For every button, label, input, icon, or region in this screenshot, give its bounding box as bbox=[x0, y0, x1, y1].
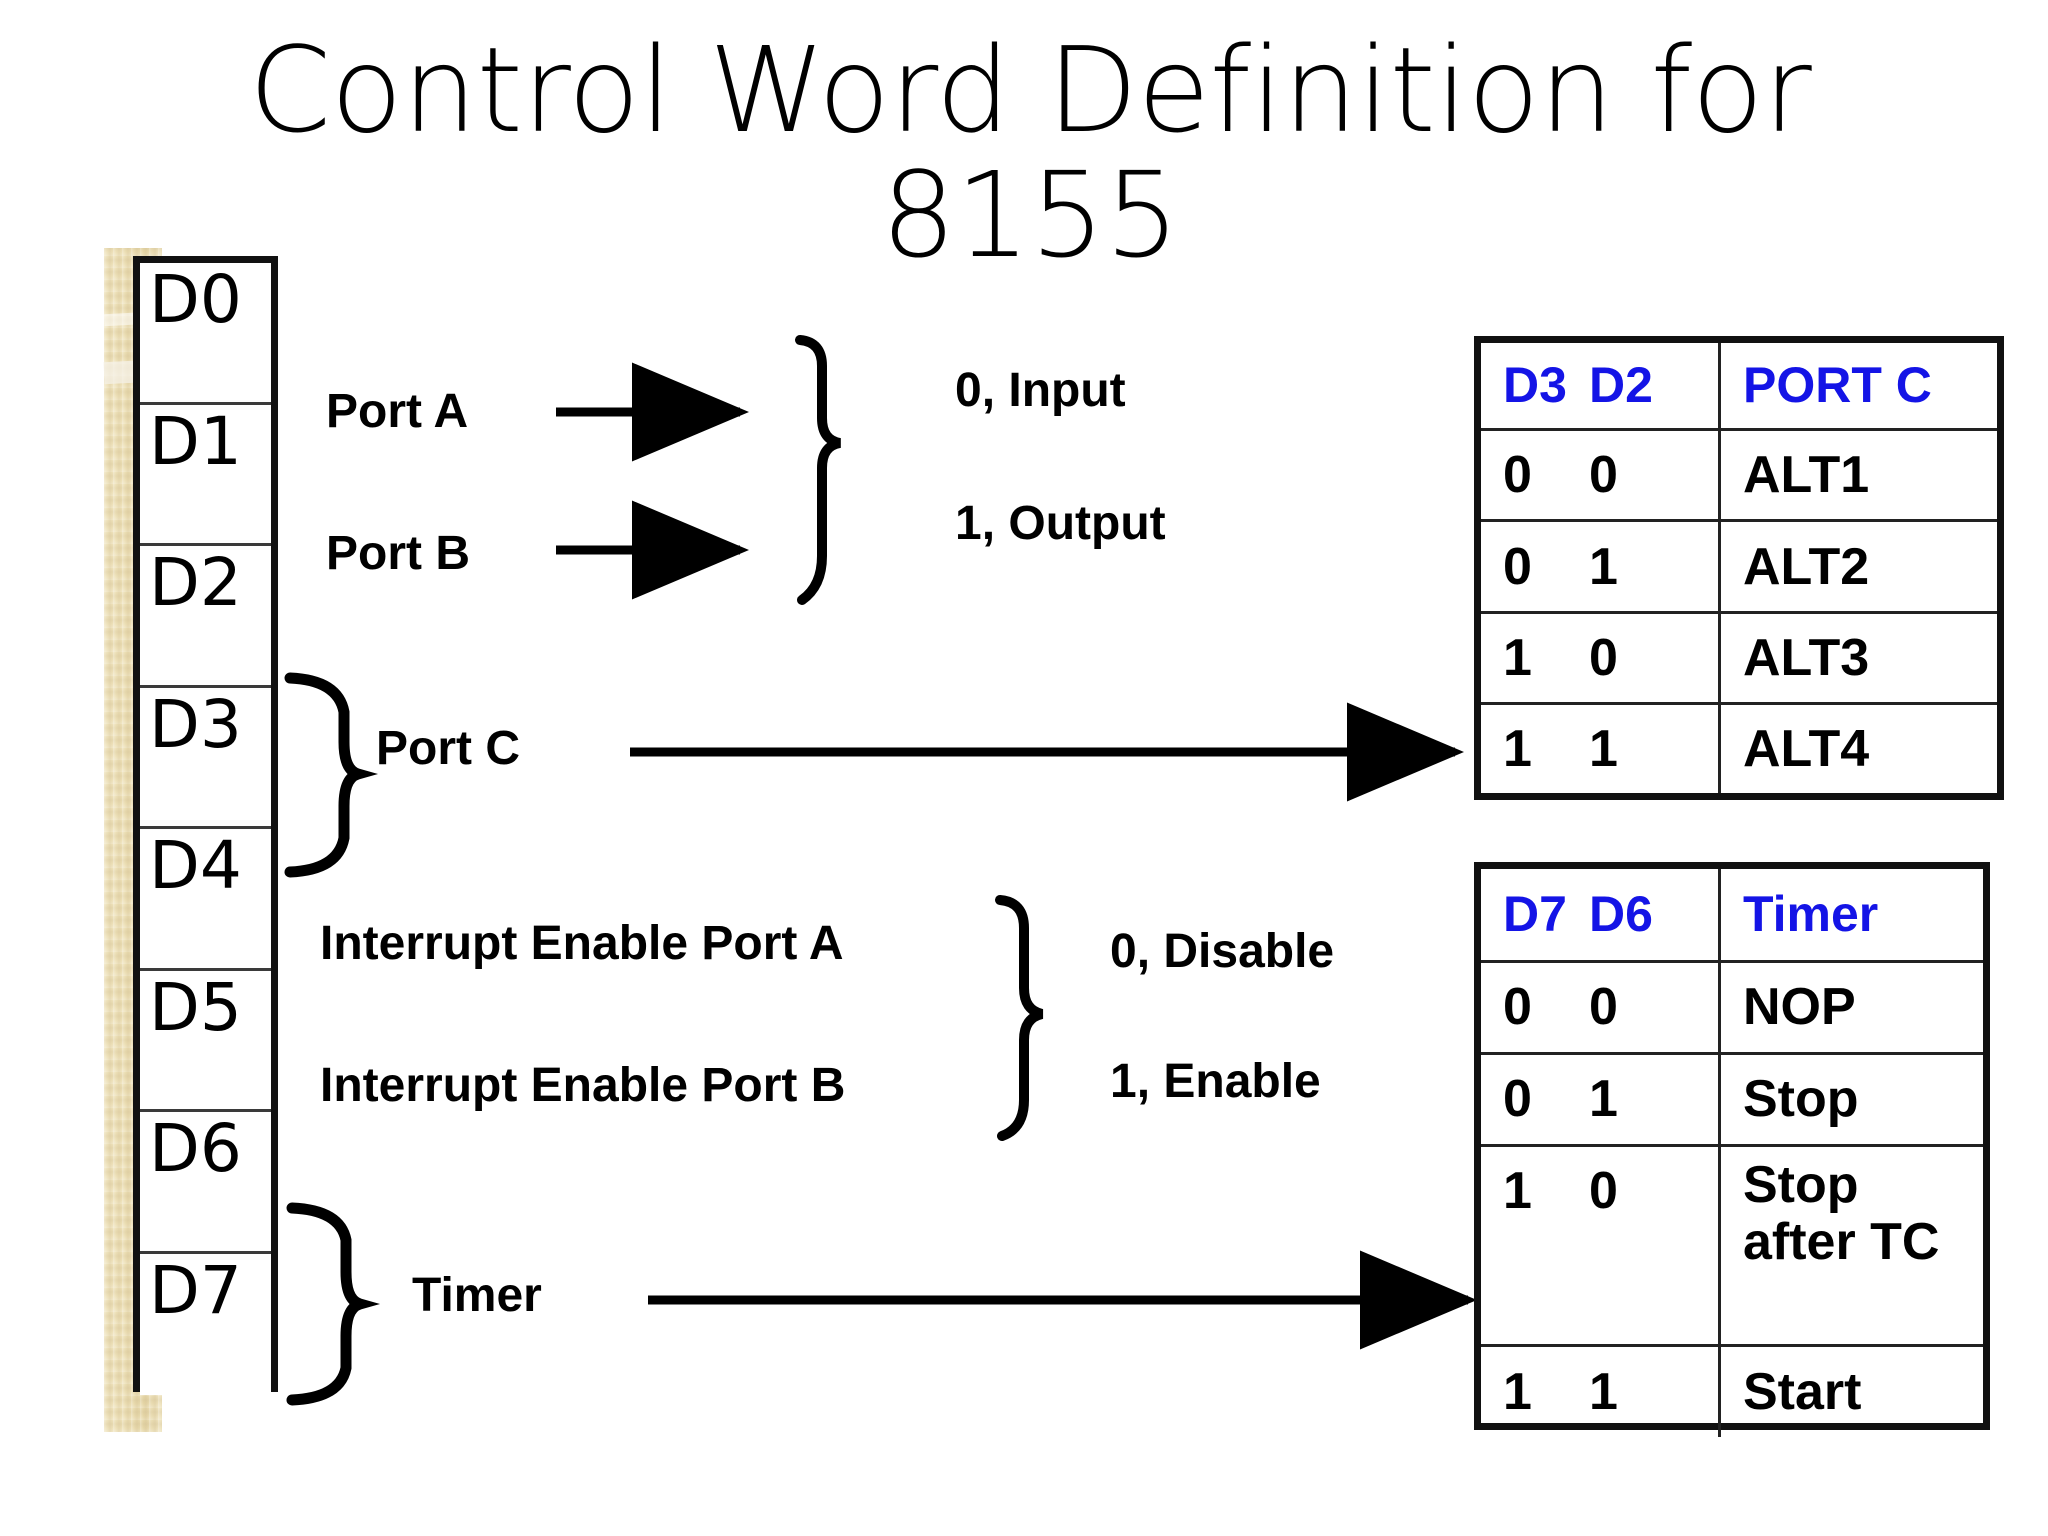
page-title: Control Word Definition for 8155 bbox=[248, 21, 1812, 285]
bit-d7-value: 1 bbox=[1503, 1161, 1532, 1220]
right-curly-brace-icon bbox=[795, 335, 842, 605]
bit-d6-value: 1 bbox=[1589, 1070, 1618, 1128]
bit-d3-value: 0 bbox=[1503, 446, 1532, 505]
io-input-label: 0, Input bbox=[955, 364, 1126, 417]
bit-d2-value: 1 bbox=[1589, 537, 1618, 596]
register-bit-cell: D0 bbox=[140, 263, 271, 405]
register-bit-cell: D7 bbox=[140, 1251, 271, 1395]
table-header-bits: D3 D2 bbox=[1481, 343, 1721, 431]
header-bit-d2: D2 bbox=[1589, 357, 1653, 414]
control-word-register: D0 D1 D2 D3 D4 D5 D6 D7 bbox=[133, 256, 278, 1395]
interrupt-enable-port-a-label: Interrupt Enable Port A bbox=[320, 917, 844, 970]
right-curly-brace-icon bbox=[286, 1202, 380, 1406]
bit-d7-value: 0 bbox=[1503, 1070, 1532, 1128]
register-bit-label: D2 bbox=[149, 544, 242, 621]
register-bit-cell: D4 bbox=[140, 829, 271, 971]
register-bit-label: D0 bbox=[149, 261, 242, 338]
bit-d3-value: 1 bbox=[1503, 628, 1532, 687]
register-bit-label: D7 bbox=[149, 1251, 242, 1329]
table-header-timer: Timer bbox=[1718, 869, 1983, 963]
table-header-row: D7 D6 Timer bbox=[1481, 869, 1983, 963]
port-b-label: Port B bbox=[326, 527, 470, 580]
timer-label: Timer bbox=[412, 1269, 542, 1322]
bit-d2-value: 0 bbox=[1589, 446, 1618, 505]
right-curly-brace-icon bbox=[284, 672, 378, 878]
bit-d2-value: 0 bbox=[1589, 628, 1618, 687]
table-header-row: D3 D2 PORT C bbox=[1481, 343, 1997, 431]
timer-mode-value: Stop after TC bbox=[1718, 1143, 1983, 1347]
register-bit-label: D4 bbox=[149, 827, 242, 904]
bit-d7-value: 1 bbox=[1503, 1362, 1532, 1421]
header-bit-d6: D6 bbox=[1589, 886, 1653, 943]
register-bit-label: D3 bbox=[149, 685, 242, 763]
right-curly-brace-icon bbox=[995, 895, 1044, 1141]
bit-d6-value: 0 bbox=[1589, 978, 1618, 1036]
table-header-bits: D7 D6 bbox=[1481, 869, 1721, 963]
io-output-label: 1, Output bbox=[955, 497, 1166, 550]
timer-mode-value: Start bbox=[1718, 1343, 1983, 1437]
register-bit-label: D5 bbox=[149, 968, 242, 1046]
register-bit-label: D1 bbox=[149, 402, 242, 480]
bit-d3-value: 0 bbox=[1503, 537, 1532, 596]
port-a-label: Port A bbox=[326, 385, 469, 438]
bit-d7-value: 0 bbox=[1503, 978, 1532, 1036]
bit-d2-value: 1 bbox=[1589, 720, 1618, 779]
interrupt-disable-label: 0, Disable bbox=[1110, 925, 1335, 978]
table-header-portc: PORT C bbox=[1718, 343, 1997, 431]
register-bit-cell: D3 bbox=[140, 685, 271, 829]
register-bit-cell: D2 bbox=[140, 546, 271, 688]
register-bit-label: D6 bbox=[149, 1110, 242, 1187]
port-c-mode-value: ALT2 bbox=[1718, 519, 1997, 614]
port-c-mode-value: ALT1 bbox=[1718, 427, 1997, 523]
port-c-mode-value: ALT4 bbox=[1718, 702, 1997, 793]
bit-d3-value: 1 bbox=[1503, 720, 1532, 779]
port-c-mode-value: ALT3 bbox=[1718, 610, 1997, 706]
timer-mode-value: Stop bbox=[1718, 1051, 1983, 1147]
bit-d6-value: 0 bbox=[1589, 1161, 1618, 1220]
interrupt-enable-label: 1, Enable bbox=[1110, 1055, 1321, 1108]
register-bit-cell: D5 bbox=[140, 968, 271, 1112]
timer-mode-value: NOP bbox=[1718, 959, 1983, 1055]
interrupt-enable-port-b-label: Interrupt Enable Port B bbox=[320, 1059, 846, 1112]
register-bit-cell: D6 bbox=[140, 1112, 271, 1254]
header-bit-d7: D7 bbox=[1503, 886, 1567, 943]
bit-d6-value: 1 bbox=[1589, 1362, 1618, 1421]
header-bit-d3: D3 bbox=[1503, 357, 1567, 414]
port-c-label: Port C bbox=[376, 722, 520, 775]
register-bit-cell: D1 bbox=[140, 402, 271, 546]
